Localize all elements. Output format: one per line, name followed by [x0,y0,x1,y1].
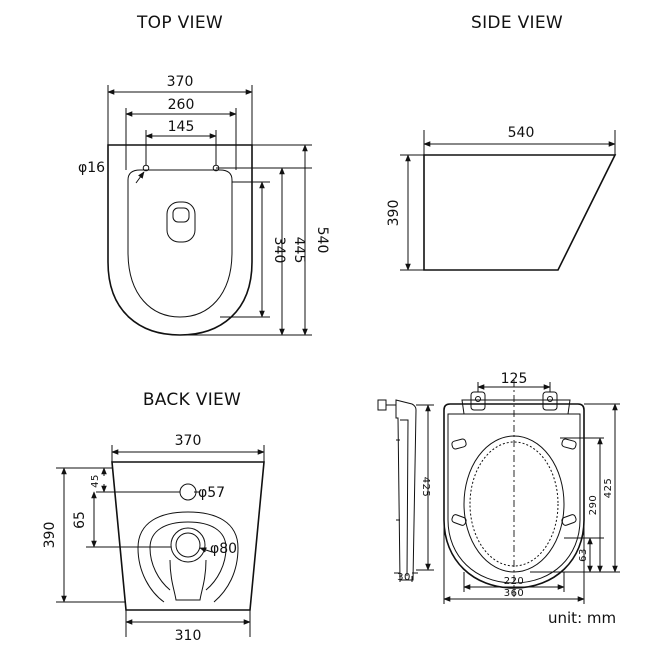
unit-label: unit: mm [548,609,616,627]
seat-bumper [561,438,577,450]
back-view-bowl-inner-left [149,547,171,591]
dim-label-340: 340 [271,237,287,264]
seat-opening-inner [469,441,559,567]
seat-bumper [451,514,467,526]
top-view-title: TOP VIEW [136,13,223,33]
seat-outer-outline [443,403,585,589]
dim-label-inner-span: 145 [168,119,195,135]
seat-side-profile-outer [395,399,417,581]
top-view-drain-outer [166,201,196,243]
dim-label-seat-425-right: 425 [603,478,614,499]
seat-side-hinge-bolt [377,399,387,411]
dim-label-back-top-width: 370 [175,433,202,449]
dim-label-seat-30: 30 [397,572,411,583]
outlet-leader [199,547,213,553]
back-view-trap [169,559,207,601]
seat-view: 30 425 125 220 [377,371,620,604]
dim-label-side-length: 540 [508,125,535,141]
top-view-drain-inner [172,207,190,223]
top-view-hinge-hole-left [142,164,150,172]
dim-label-width: 370 [167,74,194,90]
top-view: 370 260 145 φ16 340 445 540 [78,74,330,336]
seat-side-ticks [396,439,400,521]
side-view-title: SIDE VIEW [471,13,563,33]
back-view-title: BACK VIEW [143,390,241,410]
back-view-outlet-inner [175,532,201,558]
top-view-inner-bowl [127,169,233,318]
dim-label-seat-125: 125 [501,371,528,387]
hole-leader [135,171,145,184]
dim-label-hole-span: 260 [168,97,195,113]
seat-rim-line [447,413,581,584]
seat-bumper [451,438,467,450]
dim-label-540: 540 [314,227,330,254]
dim-label-back-height: 390 [42,522,58,549]
back-view-bowl-inner [149,521,227,591]
seat-hinge-right-bolt [547,396,553,402]
dim-label-hole-dia: φ16 [78,160,105,176]
dim-label-back-45: 45 [90,474,101,488]
seat-hinge-left-bolt [475,396,481,402]
back-view-inlet [179,483,197,501]
dim-label-water-inlet: φ57 [198,485,225,501]
dim-label-seat-425-left: 425 [420,477,431,498]
dim-label-outlet: φ80 [210,541,237,557]
side-view-outline [423,154,617,271]
back-view-bowl-outer [137,511,239,603]
back-view: φ57 φ80 370 310 390 65 45 [42,433,265,644]
dim-label-back-bottom-width: 310 [175,628,202,644]
seat-bumper [561,514,577,526]
dim-label-seat-290: 290 [588,495,599,516]
back-view-bowl-outer-left [137,547,165,603]
dim-label-seat-220: 220 [504,576,525,587]
seat-side-profile-inner [400,419,409,577]
seat-hinge-block [461,399,571,415]
dim-label-seat-63: 63 [578,548,589,562]
side-view: 540 390 [386,125,617,271]
dim-label-seat-360: 360 [504,588,525,599]
back-view-outlet-outer [170,527,206,563]
dim-label-side-height: 390 [386,200,402,227]
dim-label-back-65: 65 [72,511,88,529]
